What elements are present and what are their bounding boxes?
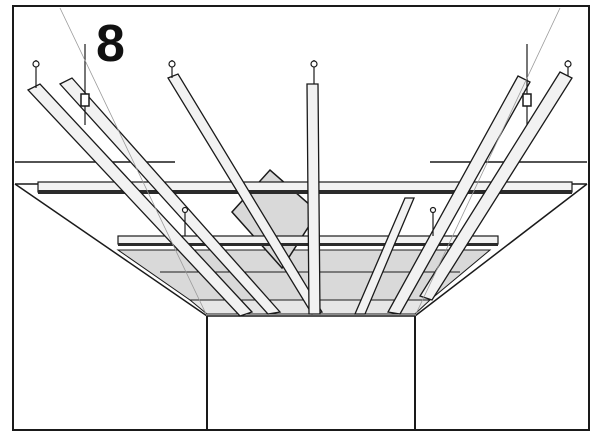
step-number: 8 xyxy=(96,15,125,73)
main-runner-front xyxy=(37,181,573,194)
beam-right-center xyxy=(354,197,415,315)
wire-clips xyxy=(80,93,532,107)
perspective-lines xyxy=(59,7,561,317)
beam-center-left xyxy=(167,73,324,315)
beam-left-inner xyxy=(58,77,282,315)
hanger-hooks xyxy=(32,60,572,214)
beam-center xyxy=(306,83,321,315)
hanger-beams xyxy=(26,71,573,317)
